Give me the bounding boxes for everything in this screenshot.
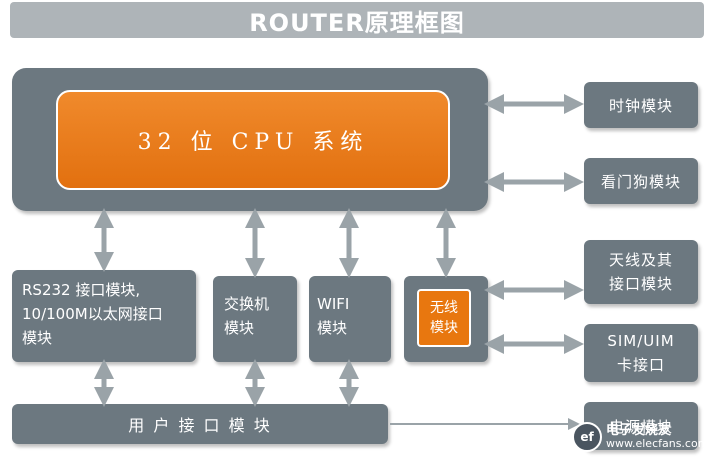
sim-card-interface-box: SIM/UIM 卡接口 (584, 324, 698, 382)
antenna-module-label-line1: 天线及其 (608, 251, 673, 269)
wireless-label-line2: 模块 (430, 320, 458, 336)
power-module-box: 电源模块 (584, 402, 698, 450)
wifi-module-box: WIFI 模块 (309, 276, 391, 362)
switch-label-line2: 模块 (224, 319, 255, 337)
elecfans-logo-icon: ef (572, 422, 602, 452)
clock-module-label: 时钟模块 (608, 96, 673, 115)
rs232-label-line1: RS232 接口模块, (22, 281, 141, 299)
rs232-ethernet-module-box: RS232 接口模块, 10/100M以太网接口 模块 (12, 270, 196, 362)
cpu-core: 32 位 CPU 系统 (56, 90, 450, 190)
watermark-en: www.elecfans.com (606, 437, 709, 450)
cpu-system-box: 32 位 CPU 系统 (12, 68, 488, 211)
user-interface-label: 用 户 接 口 模 块 (128, 416, 272, 435)
rs232-label-line3: 模块 (22, 329, 53, 347)
watermark-cn: 电子发烧友 (606, 423, 672, 438)
watchdog-module-label: 看门狗模块 (600, 172, 681, 191)
wireless-module-box: 无线 模块 (404, 276, 488, 362)
user-interface-module-box: 用 户 接 口 模 块 (12, 404, 388, 444)
switch-module-box: 交换机 模块 (213, 276, 297, 362)
wireless-module-inner: 无线 模块 (417, 289, 471, 347)
diagram-title: ROUTER原理框图 (10, 2, 704, 38)
antenna-module-label-line2: 接口模块 (608, 275, 673, 293)
elecfans-watermark: ef 电子发烧友 www.elecfans.com (572, 420, 710, 454)
rs232-label-line2: 10/100M以太网接口 (22, 305, 163, 323)
wifi-label-line1: WIFI (317, 295, 350, 313)
sim-card-label-line1: SIM/UIM (607, 332, 675, 350)
switch-label-line1: 交换机 (224, 295, 270, 313)
wifi-label-line2: 模块 (317, 319, 348, 337)
antenna-module-box: 天线及其 接口模块 (584, 240, 698, 304)
power-module-label: 电源模块 (608, 417, 673, 436)
clock-module-box: 时钟模块 (584, 82, 698, 128)
wireless-label-line1: 无线 (430, 300, 458, 316)
watchdog-module-box: 看门狗模块 (584, 158, 698, 204)
sim-card-label-line2: 卡接口 (616, 356, 665, 374)
